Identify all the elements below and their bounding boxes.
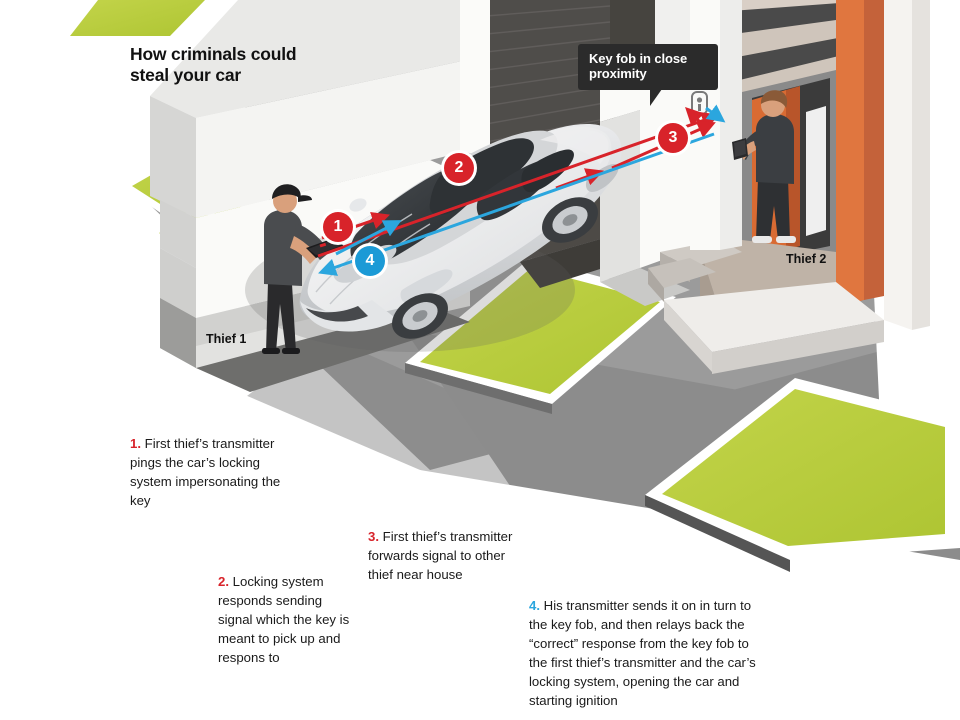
caption-4-text: His transmitter sends it on in turn to t… xyxy=(529,598,756,708)
caption-4-number: 4. xyxy=(529,598,540,613)
callout-line-2: proximity xyxy=(589,66,647,82)
callout-tail-icon xyxy=(650,88,662,106)
title-line-1: How criminals could xyxy=(130,44,297,64)
thief2-figure xyxy=(732,90,796,243)
step-marker-3: 3 xyxy=(658,123,688,153)
caption-1-text: First thief’s transmitter pings the car’… xyxy=(130,436,281,508)
title-line-2: steal your car xyxy=(130,65,242,86)
caption-3-text: First thief’s transmitter forwards signa… xyxy=(368,529,513,582)
caption-3-number: 3. xyxy=(368,529,379,544)
step-marker-1: 1 xyxy=(323,212,353,242)
signal-arrows-blue xyxy=(318,104,726,276)
lawn-patch-center xyxy=(405,258,676,414)
lawn-patch-bottomright xyxy=(645,378,960,572)
page-title: How criminals could steal your car xyxy=(130,44,365,87)
caption-3: 3. First thief’s transmitter forwards si… xyxy=(368,527,514,584)
thief1-figure xyxy=(262,184,344,354)
caption-2: 2. Locking system responds sending signa… xyxy=(218,572,358,667)
caption-2-text: Locking system responds sending signal w… xyxy=(218,574,350,665)
step-marker-4: 4 xyxy=(355,246,385,276)
step-marker-2: 2 xyxy=(444,153,474,183)
caption-2-number: 2. xyxy=(218,574,229,589)
caption-1: 1. First thief’s transmitter pings the c… xyxy=(130,434,282,510)
caption-4: 4. His transmitter sends it on in turn t… xyxy=(529,596,769,710)
thief2-label: Thief 2 xyxy=(786,252,827,266)
callout-line-1: Key fob in close xyxy=(589,51,688,66)
key-fob-callout: Key fob in close proximity xyxy=(578,44,718,106)
transmitter-device-2 xyxy=(732,138,748,160)
car-wheel-rear xyxy=(542,197,598,243)
thief1-label: Thief 1 xyxy=(206,332,247,346)
lawn-patch-topleft xyxy=(60,0,215,42)
caption-1-number: 1. xyxy=(130,436,141,451)
car-wheel-front xyxy=(392,293,448,339)
